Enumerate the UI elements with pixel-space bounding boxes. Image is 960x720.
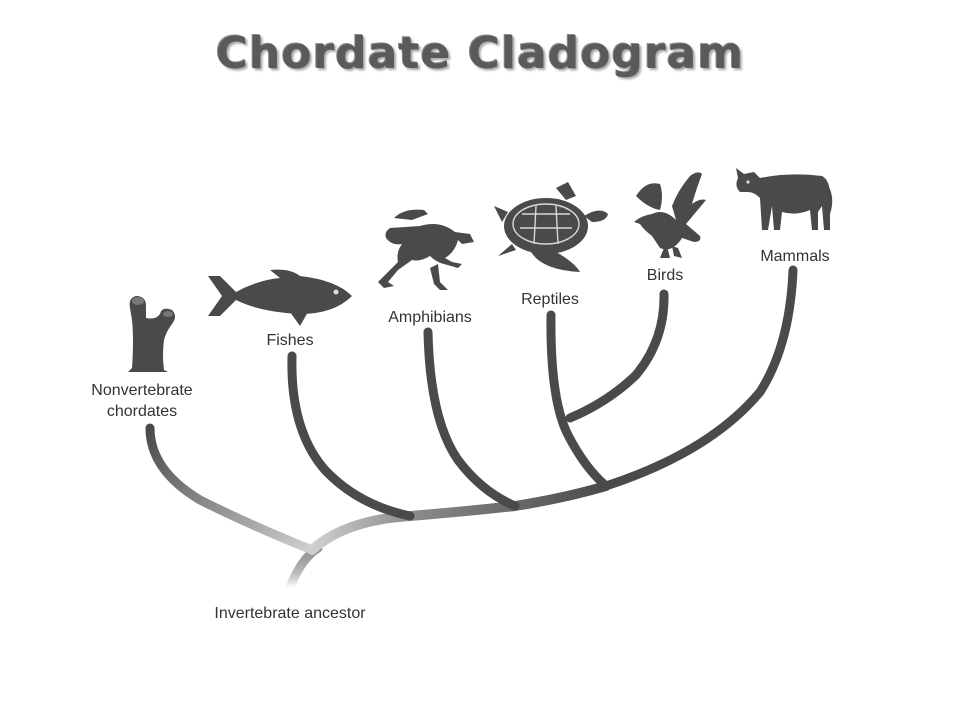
page-title: Chordate Cladogram — [215, 28, 745, 79]
sea-squirt-icon — [128, 296, 175, 372]
branch-reptiles — [546, 310, 611, 491]
taxon-label-nonvertebrate-chordates: Nonvertebrate chordates — [82, 380, 202, 422]
fish-icon — [208, 269, 352, 326]
taxon-label-amphibians: Amphibians — [388, 309, 472, 326]
branch-nonvertebrate — [145, 423, 317, 555]
branch-amphibians — [423, 327, 520, 511]
taxon-label-line: Nonvertebrate — [91, 382, 193, 399]
branch-birds — [565, 289, 669, 423]
branch-fishes — [287, 351, 415, 521]
cow-icon — [736, 168, 833, 230]
main-trunk — [307, 481, 611, 555]
taxon-label-fishes: Fishes — [266, 332, 314, 349]
taxon-label-line: chordates — [106, 403, 178, 420]
branch-mammals — [601, 265, 798, 491]
ancestor-label: Invertebrate ancestor — [214, 605, 366, 622]
taxon-label-birds: Birds — [646, 267, 684, 284]
bird-icon — [634, 172, 706, 258]
taxon-label-mammals: Mammals — [760, 248, 830, 265]
taxon-label-reptiles: Reptiles — [521, 291, 579, 308]
turtle-icon — [494, 182, 608, 272]
frog-icon — [378, 209, 474, 290]
